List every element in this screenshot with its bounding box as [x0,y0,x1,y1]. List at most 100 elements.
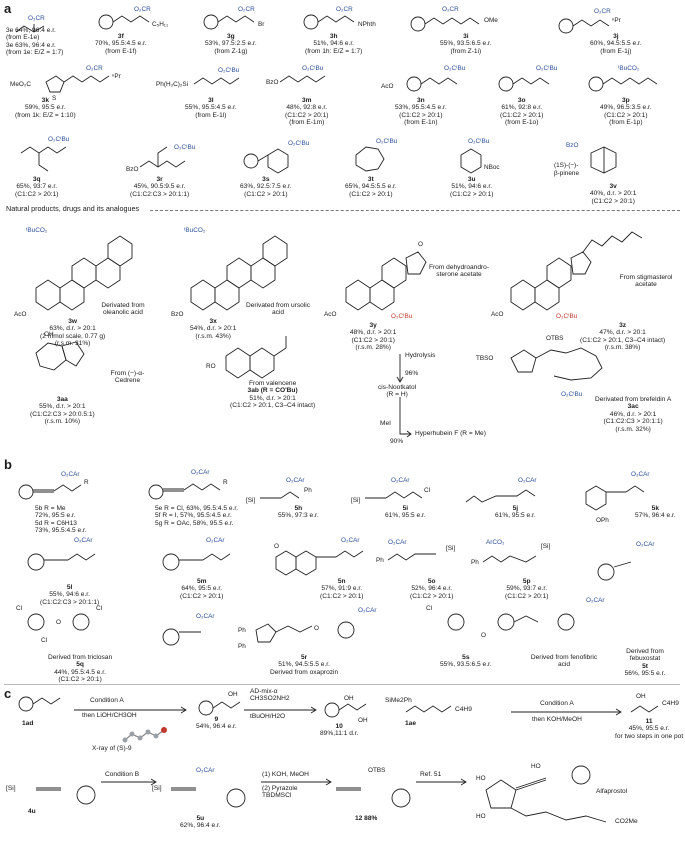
cmpd-5s-line2: 55%, 93.5:6.5 e.r. [440,661,492,669]
cmpd-3h-line2: 51%, 94:6 e.r. [313,40,355,48]
cmpd-5q-line2: 44%, 95.5:4.5 e.r. [54,668,106,676]
svg-text:O₂CAr: O₂CAr [586,597,605,604]
cmpd-12-caption: 12 88% [355,815,377,822]
cmpd-3y-caption: 3y 48%, d.r. > 20:1 (C1:C2 > 20:1) (r.s.… [350,322,396,352]
cmpd-3ac-source-text: Derivated from brefeldin A [595,396,672,403]
route-hydrolysis: Hydrolysis [405,352,436,359]
svg-text:BzO: BzO [171,311,183,318]
svg-text:O₂CᵗBu: O₂CᵗBu [536,65,558,72]
cmpd-5u-si: [Si] [152,785,162,792]
svg-text:Cl: Cl [426,605,432,612]
cmpd-3z-line2: 47%, d.r. > 20:1 [599,329,646,337]
svg-text:AcO: AcO [324,311,336,318]
cmpd-10-id: 10 [335,723,343,730]
svg-text:Cl: Cl [16,605,22,612]
svg-text:ᵗBuCO₂: ᵗBuCO₂ [184,227,206,234]
cmpd-5b-line2: 72%, 95:5 e.r. [35,512,76,520]
cmpd-10-caption: 10 89%,11:1 d.r. [320,723,358,738]
cmpd-5k-id: 5k [651,505,660,512]
cmpd-5r-source-text: Derived from oxaprozin [270,668,339,676]
cmpd-3n-line2: 53%, 95.5:4.5 e.r. [395,104,447,112]
cmpd-3e-line4: (from 1e: E/Z = 1:7) [6,49,64,57]
divider-panel-c [4,684,680,685]
cmpd-3i-caption: 3i 55%, 93.5:6.5 e.r. (from Z-1i) [440,33,492,55]
cmpd-3i-line2: 55%, 93.5:6.5 e.r. [440,40,492,48]
cmpd-5l-caption: 5l 55%, 94:6 e.r. (C1:C2:C3 > 20:1:1) [40,584,99,606]
ad-reagent-label: CH3SO2NH2 [250,695,290,703]
cmpd-5o-id: 5o [427,578,436,585]
svg-text:ⁿPr: ⁿPr [112,73,122,80]
cmpd-3x-source: Derivated from ursolic acid [243,302,313,317]
cmpd-3ac-caption: Derivated from brefeldin A 3ac 46%, d.r.… [595,396,671,433]
route-nootkatol: cis-Nootkatol (R = H) [378,384,416,399]
cmpd-3e-caption: 3e 64%, 96:4 e.r. (from E-1e) 3e 63%, 96… [6,27,63,57]
cmpd-5o-caption: 5o 52%, 96:4 e.r. (C1:C2 > 20:1) [410,578,453,600]
cmpd-5j-id: 5j [512,505,519,512]
svg-text:C₅H₁₁: C₅H₁₁ [152,21,168,28]
cmpd-3x-id: 3x [209,318,217,325]
cmpd-10-yield: 89%,11:1 d.r. [320,730,359,738]
svg-text:AcO: AcO [14,311,26,318]
svg-text:TBSO: TBSO [476,355,493,362]
ad-mix-label: AD-mix-α [250,688,278,695]
cmpd-3f-line2: 70%, 95.5:4.5 e.r. [95,40,147,48]
cmpd-3z-source: From stigmasterol acetate [615,274,677,289]
cmpd-5l-line3: (C1:C2:C3 > 20:1:1) [40,598,100,606]
svg-text:OH: OH [228,691,238,698]
cmpd-5b-line3: 5d R = C6H13 [35,519,77,527]
cmpd-3l-line3: (from E-1l) [195,111,227,119]
cmpd-3aa-source-text: From (−)-α-Cedrene [110,370,145,385]
route-mei: MeI [380,420,391,427]
cmpd-5k-caption: 5k 57%, 96:4 e.r. [635,505,676,520]
cmpd-5q-id: 5q [76,661,84,669]
natural-products-structures: ᵗBuCO₂ AcO ᵗBuCO₂ BzO O AcO O₂CᵗBu [14,227,643,398]
cmpd-5h-line2: 55%, 97:3 e.r. [278,512,319,520]
cmpd-3k-line3: (from 1k: E/Z = 1:10) [15,111,76,119]
cmpd-3o-line2: 61%, 92:8 e.r. [501,104,543,112]
svg-text:R: R [223,479,228,486]
svg-text:OTBS: OTBS [368,767,385,774]
svg-text:O₂CᵗBu: O₂CᵗBu [174,144,196,151]
cmpd-5r-line2: 51%, 94.5:5.5 e.r. [278,661,330,669]
cmpd-3v-line3: (C1:C2 > 20:1) [591,197,635,205]
cmpd-5p-caption: 5p 59%, 93:7 e.r. (C1:C2 > 20:1) [505,578,548,600]
cmpd-5u-caption: 5u 62%, 96:4 e.r. [180,815,221,830]
cmpd-5s-source-text: Derived from fenofibric acid [530,654,598,669]
cmpd-3k-line2: 59%, 95:5 e.r. [24,104,66,112]
svg-text:O₂CᵗBu: O₂CᵗBu [218,67,240,74]
cmpd-3j-line3: (from E-1j) [600,47,632,55]
svg-text:O₂CᵗBu: O₂CᵗBu [444,65,466,72]
cmpd-3z-line4: (r.s.m. 38%) [604,344,641,352]
svg-text:S: S [52,95,56,102]
cmpd-5m-caption: 5m 64%, 95:5 e.r. (C1:C2 > 20:1) [180,578,223,600]
svg-text:ArCO₂: ArCO₂ [486,539,505,546]
cmpd-5m-line3: (C1:C2 > 20:1) [180,592,224,600]
xray-caption: X-ray of (S)-9 [92,745,132,752]
r2-then: then KOH/MeOH [532,716,582,723]
svg-text:O₂CAr: O₂CAr [391,477,410,484]
r3-step1: (1) KOH, MeOH [262,771,309,778]
cmpd-5e-line2: 5f R = I, 57%, 95.5:4.5 e.r. [155,512,232,520]
svg-text:NBoc: NBoc [484,164,500,171]
svg-text:OMe: OMe [484,17,498,24]
svg-text:O₂CᵗBu: O₂CᵗBu [468,138,490,145]
cmpd-5e-line3: 5g R = OAc, 58%, 95.5 e.r. [155,519,234,527]
cmpd-3t-id: 3t [367,176,374,183]
cmpd-3s-line2: 63%, 92.5:7.5 e.r. [240,183,292,191]
cmpd-5s-id: 5s [462,654,470,661]
cmpd-1ae-sub: SiMe2Ph [385,697,412,704]
cmpd-3i-line3: (from Z-1i) [450,47,482,55]
cmpd-9-caption: 9 54%, 96:4 e.r. [196,716,237,731]
cmpd-3m-caption: 3m 48%, 92:8 e.r. (C1:C2 > 20:1) (from E… [285,97,328,127]
cmpd-11-yield: 45%, 95:5 e.r. [628,725,670,733]
cmpd-3ac-id: 3ac [627,403,639,411]
cmpd-3s-line3: (C1:C2 > 20:1) [244,190,288,198]
cmpd-3h-line3: (from 1h: E/Z = 1:7) [305,47,363,55]
cmpd-3x-caption: 3x 54%, d.r. > 20:1 (r.s.m. 43%) [190,318,236,340]
cmpd-5n-line3: (C1:C2 > 20:1) [320,592,364,600]
cmpd-5l-line2: 55%, 94:6 e.r. [49,591,90,599]
cmpd-3x-line3: (r.s.m. 43%) [195,332,231,340]
cmpd-3s-caption: 3s 63%, 92.5:7.5 e.r. (C1:C2 > 20:1) [240,176,292,198]
svg-text:Ph: Ph [304,487,312,494]
cmpd-3u-caption: 3u 51%, 94:6 e.r. (C1:C2 > 20:1) [450,176,493,198]
